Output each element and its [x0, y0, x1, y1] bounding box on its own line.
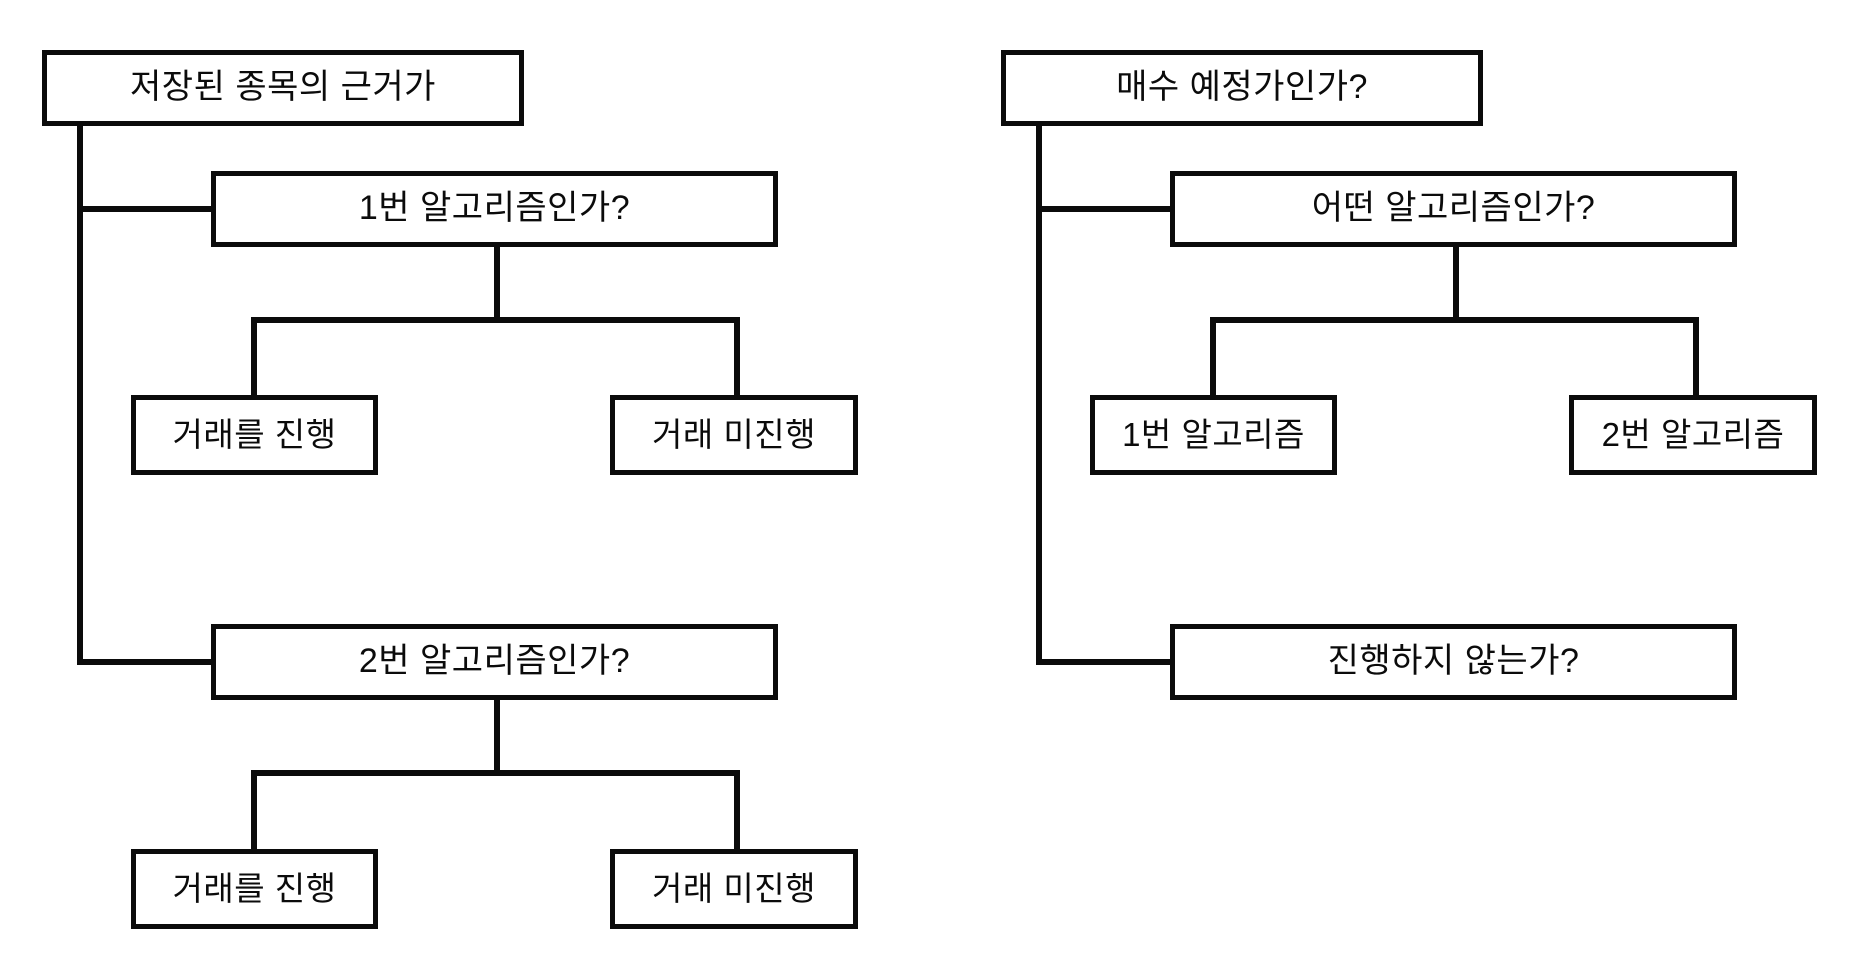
- node-label: 1번 알고리즘: [1122, 415, 1305, 453]
- node-label: 저장된 종목의 근거가: [130, 68, 436, 107]
- node-right-root[interactable]: 매수 예정가인가?: [1001, 50, 1483, 126]
- node-left-branch-1-no[interactable]: 거래 미진행: [610, 395, 858, 475]
- node-label: 진행하지 않는가?: [1327, 642, 1580, 681]
- node-label: 2번 알고리즘: [1601, 415, 1785, 453]
- node-label: 거래 미진행: [652, 415, 816, 453]
- node-label: 거래를 진행: [172, 415, 337, 453]
- node-label: 거래를 진행: [172, 869, 337, 907]
- node-label: 매수 예정가인가?: [1116, 68, 1368, 107]
- node-right-branch-2[interactable]: 진행하지 않는가?: [1170, 624, 1737, 700]
- node-right-branch-1[interactable]: 어떤 알고리즘인가?: [1170, 171, 1737, 247]
- node-label: 어떤 알고리즘인가?: [1311, 189, 1596, 228]
- node-label: 1번 알고리즘인가?: [358, 189, 631, 228]
- node-left-branch-2-no[interactable]: 거래 미진행: [610, 849, 858, 929]
- node-right-algo-2[interactable]: 2번 알고리즘: [1569, 395, 1817, 475]
- node-label: 거래 미진행: [652, 869, 816, 907]
- node-label: 2번 알고리즘인가?: [358, 642, 631, 681]
- node-left-branch-1-yes[interactable]: 거래를 진행: [131, 395, 378, 475]
- node-left-branch-2-yes[interactable]: 거래를 진행: [131, 849, 378, 929]
- node-left-root[interactable]: 저장된 종목의 근거가: [42, 50, 524, 126]
- node-left-branch-1[interactable]: 1번 알고리즘인가?: [211, 171, 778, 247]
- node-right-algo-1[interactable]: 1번 알고리즘: [1090, 395, 1337, 475]
- node-left-branch-2[interactable]: 2번 알고리즘인가?: [211, 624, 778, 700]
